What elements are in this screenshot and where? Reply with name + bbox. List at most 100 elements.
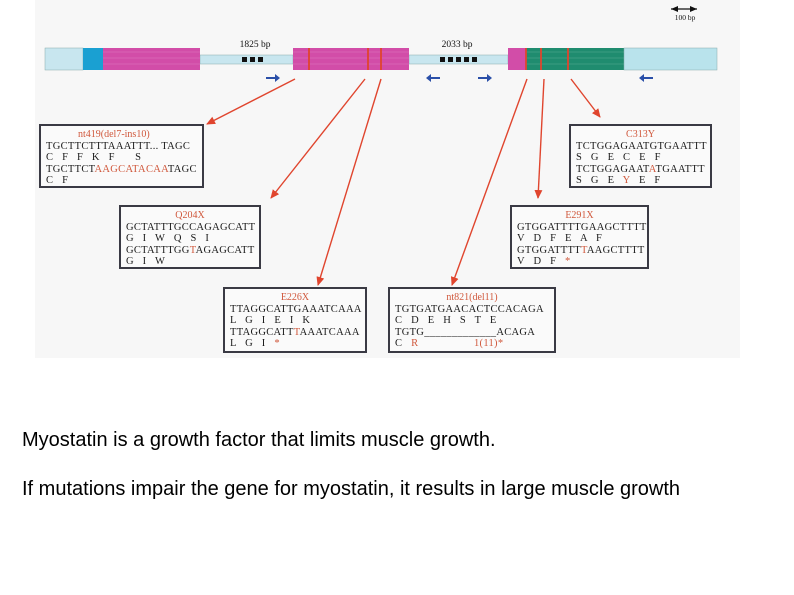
mutated-segment: R bbox=[411, 338, 419, 349]
sequence-segment: S G E C E F bbox=[576, 152, 661, 163]
sequence-row: GTGGATTTTGAAGCTTTT bbox=[517, 222, 646, 234]
sequence-row: L G I * bbox=[230, 338, 360, 350]
sequence-segment: TTAGGCATTGAAATCAAA bbox=[230, 303, 362, 315]
sequence-row: GCTATTTGGTAGAGCATT bbox=[126, 245, 254, 257]
box-title: C313Y bbox=[626, 129, 655, 140]
sequence-segment: G I W bbox=[126, 256, 166, 267]
box-title: Q204X bbox=[175, 210, 205, 221]
intron2-length-label: 2033 bp bbox=[442, 40, 473, 50]
sequence-row: TGTGATGAACACTCCACAGA bbox=[395, 304, 549, 316]
sequence-segment: E F bbox=[630, 175, 661, 186]
sequence-row: TGTG_____________ACAGA bbox=[395, 327, 549, 339]
sequence-row: C D E H S T E bbox=[395, 315, 549, 327]
utr-5prime-cyan bbox=[83, 48, 103, 70]
sequence-row: V D F E A F bbox=[517, 233, 642, 245]
box-title: nt419(del7-ins10) bbox=[78, 129, 150, 140]
sequence-segment: C D E H S T E bbox=[395, 315, 497, 326]
sequence-segment: GCTATTTGCCAGAGCATT bbox=[126, 221, 256, 233]
sequence-segment: GTGGATTTTGAAGCTTTT bbox=[517, 221, 647, 233]
sequence-row: TCTGGAGAATGTGAATTT bbox=[576, 140, 707, 153]
utr-5prime bbox=[44, 47, 84, 71]
sequence-row: G I W Q S I bbox=[126, 233, 254, 245]
mutated-segment: T bbox=[580, 244, 587, 256]
mutation-markers bbox=[308, 48, 569, 70]
sequence-row: TTAGGCATTGAAATCAAA bbox=[230, 303, 362, 316]
sequence-segment: AAATCAAA bbox=[299, 326, 360, 338]
sequence-row: GCTATTTGCCAGAGCATT bbox=[126, 221, 256, 234]
box-title: E291X bbox=[565, 210, 594, 221]
exon-texture bbox=[103, 51, 624, 65]
sequence-row: TGCTTCTAAGCATACAATAGC bbox=[46, 164, 197, 176]
sequence-row: V D F * bbox=[517, 256, 642, 268]
box-title: E226X bbox=[280, 292, 310, 303]
sequence-row: G I W bbox=[126, 256, 254, 268]
sequence-segment: TTAGGCATT bbox=[230, 326, 294, 338]
scale-bar-label: 100 bp bbox=[675, 13, 696, 22]
mutation-arrows bbox=[206, 78, 601, 286]
sequence-segment: C bbox=[395, 338, 412, 349]
exon-3-pink bbox=[508, 48, 526, 70]
sequence-segment: TCTGGAGAATGTGAATTT bbox=[576, 140, 707, 152]
sequence-segment: TAGC bbox=[167, 163, 197, 175]
sequence-segment: TGCTTCT bbox=[46, 163, 95, 175]
caption-line-1: Myostatin is a growth factor that limits… bbox=[22, 429, 496, 451]
sequence-segment: TGTG_____________ACAGA bbox=[395, 326, 536, 338]
sequence-row: GTGGATTTTTAAGCTTTT bbox=[517, 244, 645, 257]
intron1-length-label: 1825 bp bbox=[240, 40, 271, 50]
sequence-row: TCTGGAGAATATGAATTT bbox=[576, 164, 705, 176]
sequence-segment: L G I bbox=[230, 338, 275, 349]
primer-arrows bbox=[266, 74, 653, 82]
exon-3-coding bbox=[526, 48, 624, 70]
caption-line-2: If mutations impair the gene for myostat… bbox=[22, 478, 681, 500]
sequence-segment: TCTGGAGAAT bbox=[576, 163, 649, 175]
mutated-segment: T bbox=[189, 244, 196, 256]
sequence-row: C F bbox=[46, 175, 197, 187]
sequence-row: S G E Y E F bbox=[576, 175, 705, 187]
sequence-segment: L G I E I K bbox=[230, 315, 311, 326]
sequence-segment: V D F E A F bbox=[517, 233, 603, 244]
sequence-segment: V D F bbox=[517, 256, 566, 267]
sequence-segment: G I W Q S I bbox=[126, 233, 210, 244]
sequence-row: C R 1(11)* bbox=[395, 338, 549, 350]
sequence-row: C F F K F S bbox=[46, 152, 197, 164]
mutated-segment: * bbox=[565, 256, 571, 267]
sequence-segment: C F F K F S bbox=[46, 152, 142, 163]
sequence-row: S G E C E F bbox=[576, 152, 705, 164]
mutated-segment: T bbox=[293, 326, 300, 338]
myostatin-gene-figure: 100 bp 1825 bp 2033 bp bbox=[35, 0, 740, 358]
exon-2 bbox=[293, 48, 409, 70]
sequence-segment: GCTATTTGG bbox=[126, 244, 190, 256]
scale-bar: 100 bp bbox=[671, 6, 697, 22]
mutated-segment: A bbox=[648, 163, 656, 175]
intron-markers bbox=[242, 57, 477, 62]
mutated-segment: AAGCATACAA bbox=[94, 163, 168, 175]
box-title: nt821(del11) bbox=[446, 292, 498, 303]
mutated-segment: Y bbox=[622, 175, 631, 186]
sequence-segment: GTGGATTTT bbox=[517, 244, 581, 256]
sequence-segment: TGAATTT bbox=[655, 163, 705, 175]
utr-3prime bbox=[623, 47, 718, 71]
gene-map: 100 bp 1825 bp 2033 bp bbox=[44, 6, 718, 286]
mutation-box-nt419: nt419(del7-ins10) TGCTTCTTTAAATTT... TAG… bbox=[39, 124, 204, 188]
sequence-segment: C F bbox=[46, 175, 69, 186]
sequence-row: TTAGGCATTTAAATCAAA bbox=[230, 327, 360, 339]
sequence-segment: AAGCTTTT bbox=[586, 244, 645, 256]
sequence-row: TGCTTCTTTAAATTT... TAGC bbox=[46, 141, 197, 153]
mutated-segment: * bbox=[274, 338, 280, 349]
sequence-segment: S G E bbox=[576, 175, 623, 186]
exon-1 bbox=[103, 48, 200, 70]
sequence-row: L G I E I K bbox=[230, 315, 360, 327]
sequence-segment: AGAGCATT bbox=[195, 244, 255, 256]
sequence-segment: TGCTTCTTTAAATTT... TAGC bbox=[46, 140, 191, 152]
mutated-segment: 1(11)* bbox=[418, 338, 504, 349]
